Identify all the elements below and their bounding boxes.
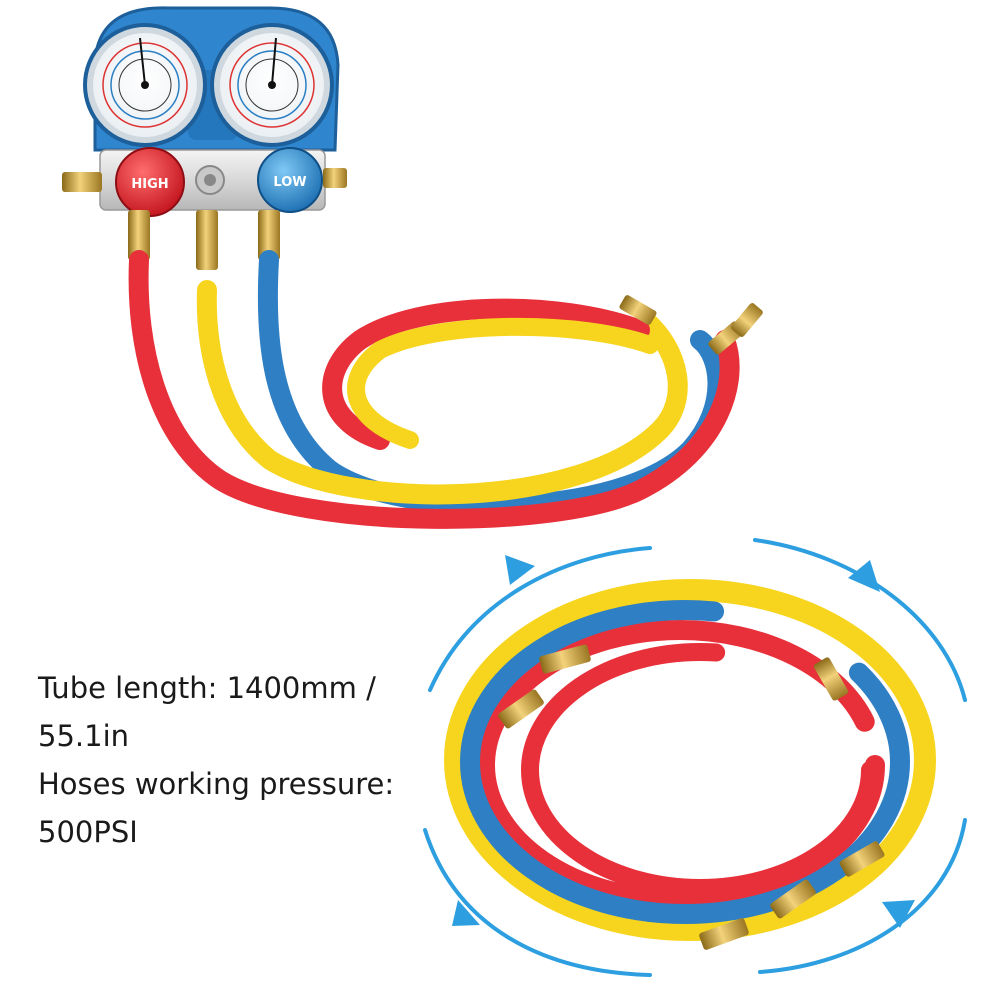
- manifold-gauge-set: HIGH LOW: [62, 6, 347, 270]
- top-hose-fittings: [619, 295, 763, 355]
- low-pressure-gauge: [83, 23, 207, 147]
- low-knob-label: LOW: [273, 175, 306, 190]
- tube-length-line: Tube length: 1400mm /: [38, 671, 376, 705]
- high-pressure-gauge: [210, 23, 334, 147]
- coiled-hose-fittings: [498, 644, 885, 950]
- high-knob-label: HIGH: [131, 177, 168, 192]
- low-valve-knob: LOW: [257, 147, 323, 213]
- high-valve-knob: HIGH: [115, 147, 185, 217]
- top-hoses: [128, 250, 740, 529]
- red-hose: [128, 250, 740, 529]
- coiled-hoses: [444, 579, 936, 941]
- tube-length-inches-line: 55.1in: [38, 719, 130, 753]
- arrow-heads: [452, 555, 915, 928]
- working-pressure-value: 500PSI: [38, 815, 138, 849]
- rotation-arrow-icon: [423, 538, 967, 977]
- spec-text-block: Tube length: 1400mm / 55.1in Hoses worki…: [38, 664, 418, 856]
- yellow-hose: [196, 280, 688, 505]
- working-pressure-label: Hoses working pressure:: [38, 767, 395, 801]
